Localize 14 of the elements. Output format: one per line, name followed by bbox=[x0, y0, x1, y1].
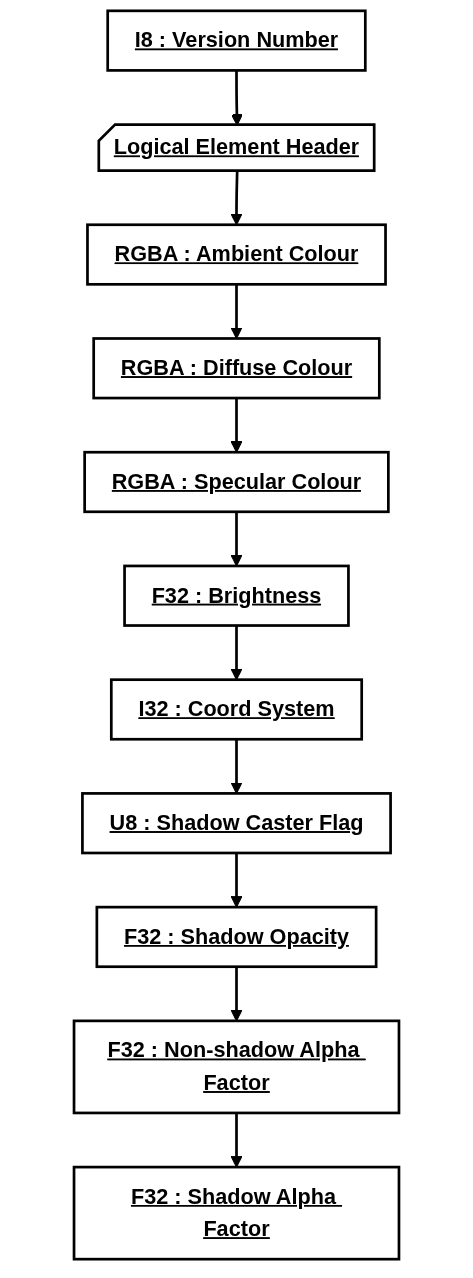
node-box: F32 : Non-shadow Alpha Factor bbox=[72, 1019, 401, 1115]
arrow bbox=[230, 1112, 243, 1168]
node-box: RGBA : Specular Colour bbox=[83, 450, 390, 514]
arrow bbox=[230, 739, 243, 794]
arrow bbox=[230, 853, 243, 908]
node-box: F32 : Shadow Opacity bbox=[95, 905, 378, 969]
node-box: I32 : Coord System bbox=[109, 678, 364, 741]
node-box: I8 : Version Number bbox=[106, 9, 367, 72]
node-box: RGBA : Diffuse Colour bbox=[92, 337, 381, 400]
arrow bbox=[230, 398, 243, 453]
node-box: RGBA : Ambient Colour bbox=[86, 223, 387, 286]
node-box: F32 : Shadow Alpha Factor bbox=[72, 1165, 401, 1261]
node-box: U8 : Shadow Caster Flag bbox=[81, 792, 392, 855]
node-box: F32 : Brightness bbox=[123, 564, 350, 627]
